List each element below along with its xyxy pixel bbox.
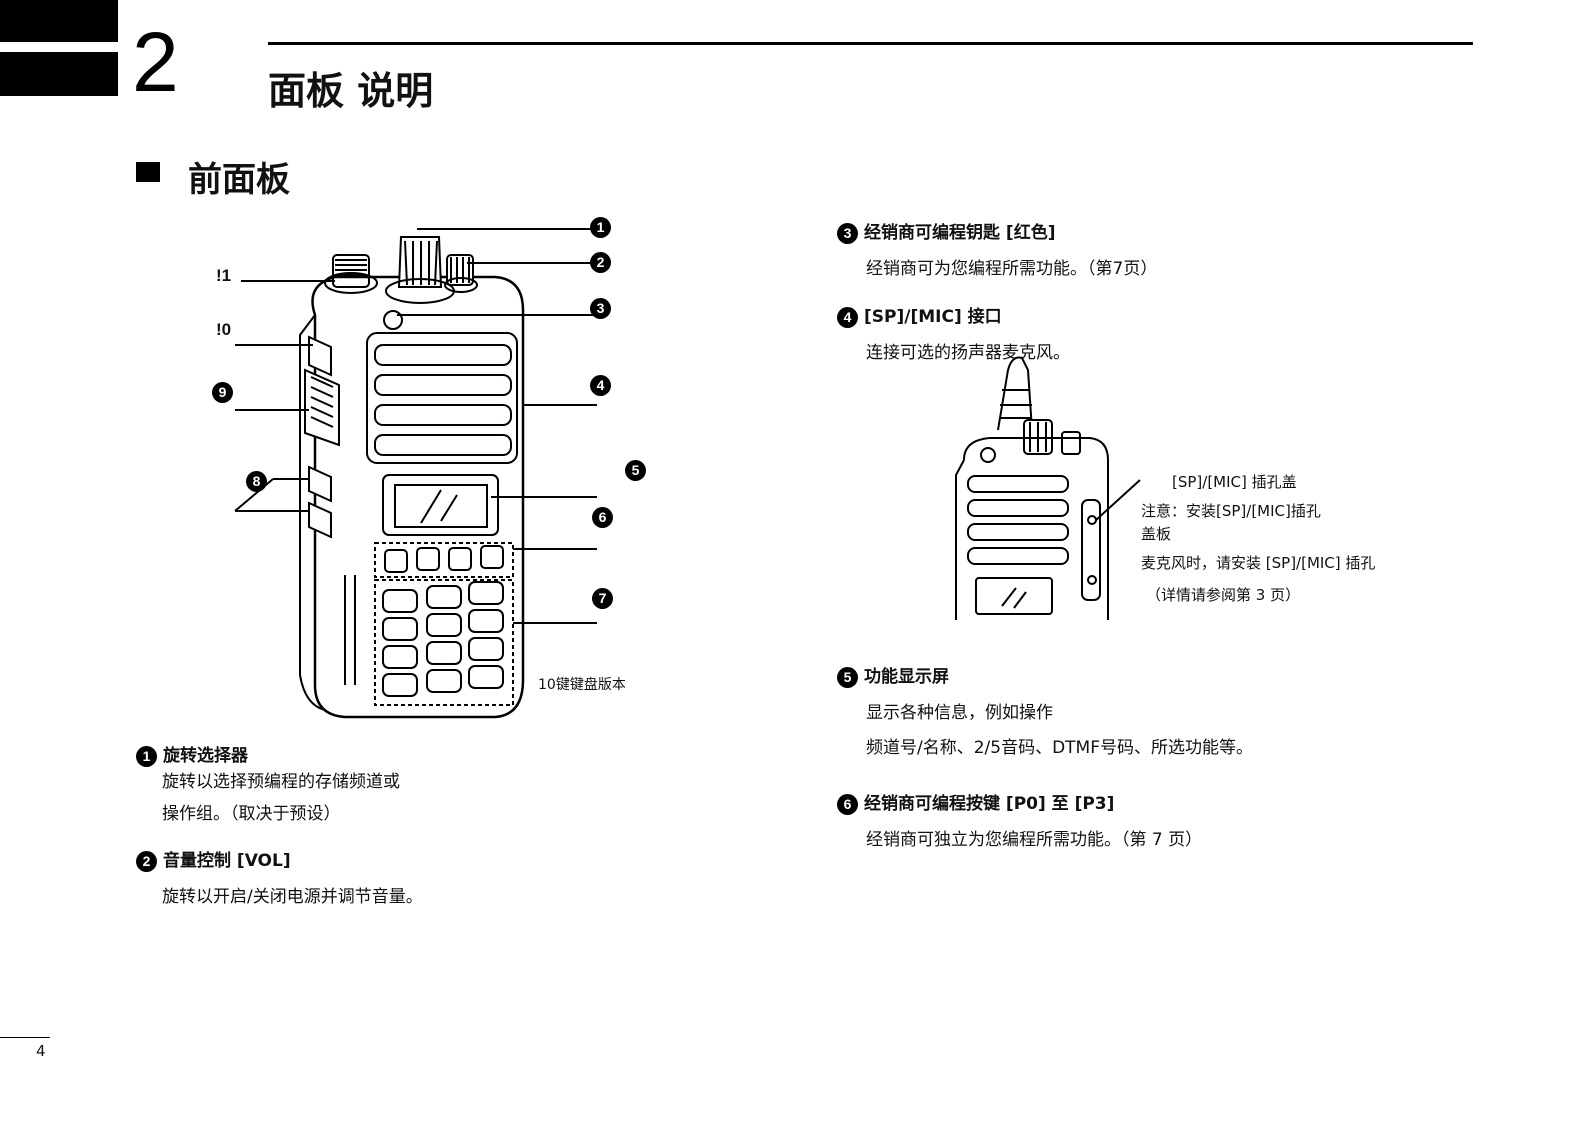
- radio-front-panel-illustration: [234, 228, 601, 719]
- item-6-title: 经销商可编程按键 [P0] 至 [P3]: [864, 794, 1115, 814]
- item-6-heading: 6 经销商可编程按键 [P0] 至 [P3]: [837, 789, 1114, 815]
- callout-5-badge: 5: [625, 460, 646, 481]
- item-4-heading: 4 [SP]/[MIC] 接口: [837, 302, 1002, 328]
- section-title: 前面板: [188, 160, 290, 200]
- item-1-badge: 1: [136, 745, 157, 767]
- item-5-line-1: 显示各种信息，例如操作: [866, 703, 1053, 723]
- figure-caption: 10键键盘版本: [538, 677, 626, 693]
- item-2-line-1: 旋转以开启/关闭电源并调节音量。: [162, 887, 423, 907]
- item-6-line-1: 经销商可独立为您编程所需功能。（第 7 页）: [866, 830, 1203, 850]
- section-square-icon: [136, 162, 160, 182]
- callout-8-badge: 8: [246, 471, 267, 492]
- inset-label: [SP]/[MIC] 插孔盖: [1172, 473, 1297, 491]
- callout-4-badge: 4: [590, 375, 611, 396]
- chapter-number: 2: [132, 15, 179, 109]
- item-1-heading: 1 旋转选择器: [136, 741, 248, 767]
- item-1-title: 旋转选择器: [163, 746, 248, 766]
- item-2-badge: 2: [136, 850, 157, 872]
- inset-note-line-3: 麦克风时，请安装 [SP]/[MIC] 插孔: [1141, 554, 1376, 572]
- chapter-title: 面板 说明: [268, 69, 434, 113]
- footer-rule: [0, 1037, 50, 1038]
- item-3-title: 经销商可编程钥匙 [红色]: [864, 223, 1056, 243]
- callout-3-badge: 3: [590, 298, 611, 319]
- item-4-title: [SP]/[MIC] 接口: [864, 307, 1002, 327]
- callout-6-badge: 6: [592, 507, 613, 528]
- page-number: 4: [36, 1042, 46, 1060]
- inset-note-line-1: 注意：安装[SP]/[MIC]插孔: [1141, 502, 1321, 520]
- inset-note-line-2: 盖板: [1141, 525, 1172, 543]
- item-3-badge: 3: [837, 222, 858, 244]
- item-2-title: 音量控制 [VOL]: [163, 851, 291, 871]
- item-1-line-1: 旋转以选择预编程的存储频道或: [162, 772, 400, 792]
- item-3-heading: 3 经销商可编程钥匙 [红色]: [837, 218, 1055, 244]
- item-5-badge: 5: [837, 666, 858, 688]
- chapter-rule: [268, 42, 1473, 45]
- chapter-tab-bar-bottom: [0, 52, 118, 96]
- item-5-heading: 5 功能显示屏: [837, 662, 949, 688]
- item-1-line-2: 操作组。（取决于预设）: [162, 804, 341, 824]
- callout-1-badge: 1: [590, 217, 611, 238]
- inset-note-line-4: （详情请参阅第 3 页）: [1146, 586, 1301, 604]
- item-2-heading: 2 音量控制 [VOL]: [136, 846, 291, 872]
- item-5-line-2: 频道号/名称、2/5音码、DTMF号码、所选功能等。: [866, 738, 1254, 758]
- callout-9-badge: 9: [212, 382, 233, 403]
- item-5-title: 功能显示屏: [864, 667, 949, 687]
- callout-11-mark: !1: [216, 266, 232, 285]
- item-4-badge: 4: [837, 306, 858, 328]
- item-3-line-1: 经销商可为您编程所需功能。（第7页）: [866, 259, 1158, 279]
- callout-10-mark: !0: [216, 320, 232, 339]
- item-6-badge: 6: [837, 793, 858, 815]
- callout-2-badge: 2: [590, 252, 611, 273]
- chapter-tab-bar-top: [0, 0, 118, 42]
- sp-mic-inset-illustration: [955, 356, 1141, 620]
- callout-7-badge: 7: [592, 588, 613, 609]
